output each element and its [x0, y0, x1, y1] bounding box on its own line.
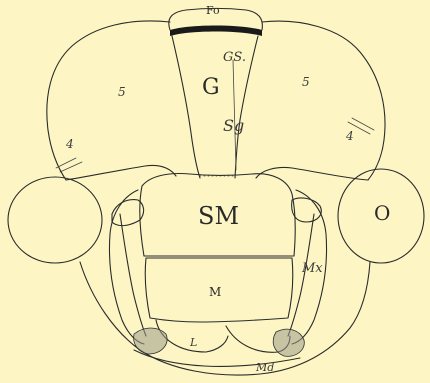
- label-5-left: 5: [118, 85, 126, 99]
- label-mx: Mx: [301, 261, 323, 276]
- label-sm: SM: [198, 202, 239, 230]
- label-4-left: 4: [65, 137, 74, 151]
- label-g: G: [202, 75, 220, 100]
- label-gs: GS.: [223, 50, 246, 65]
- right-mandible-stipple: [273, 329, 304, 356]
- label-5-right: 5: [302, 75, 310, 89]
- label-4-right: 4: [345, 129, 354, 143]
- label-o: O: [374, 201, 390, 225]
- label-l: L: [189, 336, 197, 349]
- label-m: M: [209, 285, 221, 299]
- label-fo: Fo: [206, 4, 220, 17]
- label-sg: Sg: [223, 116, 244, 135]
- label-md: Md: [255, 361, 274, 374]
